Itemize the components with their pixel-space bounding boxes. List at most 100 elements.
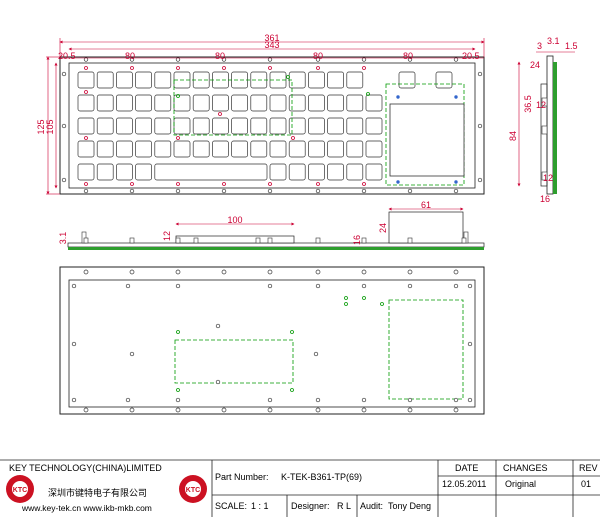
mounting-hole [267,188,273,194]
bottom-green-marker [176,330,180,334]
stud-marker [218,112,222,116]
mounting-hole [361,188,367,194]
key [308,163,325,181]
mounting-hole [175,188,181,194]
key [154,71,172,89]
bottom-hole [129,407,135,413]
mounting-hole [315,188,321,194]
key [435,71,453,89]
bottom-green-marker [380,302,384,306]
key [135,163,152,181]
bottom-view [59,266,485,415]
mounting-hole [477,177,483,183]
stud-marker [84,90,88,94]
key [135,94,152,112]
bottom-hole [267,397,273,403]
key [365,163,383,181]
bottom-hole [83,407,89,413]
rev-header: REV [579,463,598,473]
dim-pitch-3: 80 [313,51,323,61]
bottom-hole [453,269,459,275]
top-view-dimensions: 361 343 20.5 80 80 80 80 20.5 125 105 [36,33,485,195]
front-view-touchpad-module [388,211,464,244]
green-marker [176,94,180,98]
mounting-hole [61,123,67,129]
front-screw [255,237,261,244]
front-view [67,211,485,250]
mounting-hole [477,71,483,77]
dim-edge-right: 20.5 [462,51,480,61]
mounting-hole [267,57,273,62]
dim-front-16: 16 [352,235,362,245]
side-view-bracket [540,83,548,187]
key [192,117,210,135]
scale-value: 1 : 1 [251,501,269,511]
stud-marker [222,182,226,186]
bottom-green-marker [344,302,348,306]
key [288,94,306,112]
mounting-hole [83,57,89,62]
key [96,94,114,112]
top-view [59,56,485,195]
key [135,140,152,158]
key [212,94,229,112]
bottom-hole [407,283,413,289]
bottom-hole [175,283,181,289]
key [154,94,172,112]
dim-side-3-1: 3.1 [547,36,560,46]
stud-marker [268,182,272,186]
bottom-view-touchpad-outline [388,299,464,400]
bottom-hole [175,269,181,275]
bottom-hole [221,407,227,413]
key [173,140,191,158]
bottom-hole [267,283,273,289]
front-screw [407,237,413,244]
bottom-hole [221,269,227,275]
part-number-label: Part Number: [215,472,269,482]
key [116,163,133,181]
bottom-hole [407,407,413,413]
key [250,140,268,158]
bottom-hole [215,379,221,385]
bottom-hole [361,269,367,275]
key [77,94,95,112]
side-view-stud-top [541,97,548,107]
dim-front-24: 24 [378,223,388,233]
stud-marker [316,66,320,70]
green-marker [286,75,290,79]
dim-side-12a: 12 [536,100,546,110]
mounting-hole [61,71,67,77]
top-view-hidden-pcb-outline [173,79,293,136]
bottom-green-marker [362,296,366,300]
company-name-en: KEY TECHNOLOGY(CHINA)LIMITED [9,463,162,473]
bottom-hole [83,269,89,275]
bottom-hole [361,283,367,289]
dim-side-36-5: 36.5 [523,95,533,113]
dim-side-16: 16 [540,194,550,204]
key [327,71,344,89]
key [231,140,248,158]
key [288,163,306,181]
stud-marker [130,182,134,186]
dim-inner-height: 105 [45,119,55,134]
company-logo-right: KTC [179,475,207,503]
bottom-hole [467,341,473,347]
key [327,94,344,112]
front-screw [361,237,367,244]
key [96,140,114,158]
front-screw [129,237,135,244]
stud-marker [84,182,88,186]
mounting-hole [477,123,483,129]
bottom-view-outer-frame [59,266,485,415]
key [327,163,344,181]
designer-value: R L [337,501,352,511]
svg-text:KTC: KTC [186,487,200,494]
front-screw [175,237,181,244]
key-grid [77,71,453,181]
bottom-hole [407,269,413,275]
stud-marker [176,66,180,70]
stud-marker [362,66,366,70]
stud-marker [176,136,180,140]
date-header: DATE [455,463,479,473]
scale-label: SCALE: [215,501,248,511]
